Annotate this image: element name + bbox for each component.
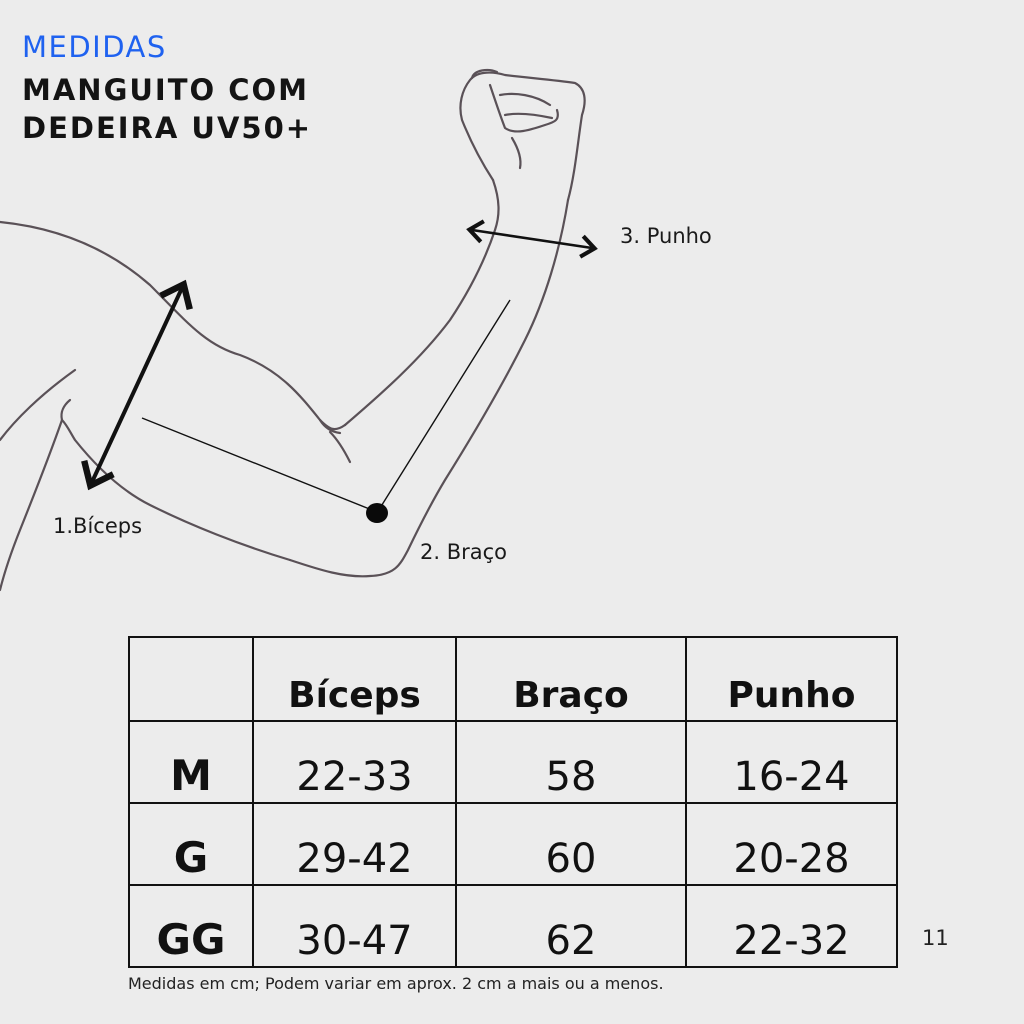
header-biceps: Bíceps [252,636,457,722]
biceps-cell: 29-42 [252,802,457,886]
header-empty-cell [128,636,254,722]
table-row: M 22-33 58 16-24 [128,720,898,804]
header-braco: Braço [455,636,687,722]
biceps-label: 1.Bíceps [53,514,143,538]
title-line-1: MANGUITO COM [22,73,310,107]
arm-outline [0,68,586,592]
punho-label: 3. Punho [620,224,712,248]
biceps-measure-arrow [81,279,193,491]
table-row: G 29-42 60 20-28 [128,802,898,886]
punho-cell: 16-24 [685,720,898,804]
size-cell: M [128,720,254,804]
wrist-measure-arrow [466,219,598,259]
size-cell: GG [128,884,254,968]
section-eyebrow: MEDIDAS [22,30,167,64]
table-row: GG 30-47 62 22-32 [128,884,898,968]
punho-cell: 22-32 [685,884,898,968]
elbow-point-marker [366,503,388,523]
biceps-cell: 22-33 [252,720,457,804]
braco-cell: 60 [455,802,687,886]
size-table: Bíceps Braço Punho M 22-33 58 16-24 G 29… [128,636,898,968]
page-title: MANGUITO COM DEDEIRA UV50+ [22,71,312,147]
arm-measurement-illustration [0,68,598,592]
table-header-row: Bíceps Braço Punho [128,636,898,722]
braco-label: 2. Braço [420,540,508,564]
punho-cell: 20-28 [685,802,898,886]
measurement-footnote: Medidas em cm; Podem variar em aprox. 2 … [128,974,664,993]
title-line-2: DEDEIRA UV50+ [22,111,313,145]
header-punho: Punho [685,636,898,722]
size-cell: G [128,802,254,886]
braco-cell: 62 [455,884,687,968]
braco-cell: 58 [455,720,687,804]
biceps-cell: 30-47 [252,884,457,968]
page-number: 11 [922,926,949,950]
